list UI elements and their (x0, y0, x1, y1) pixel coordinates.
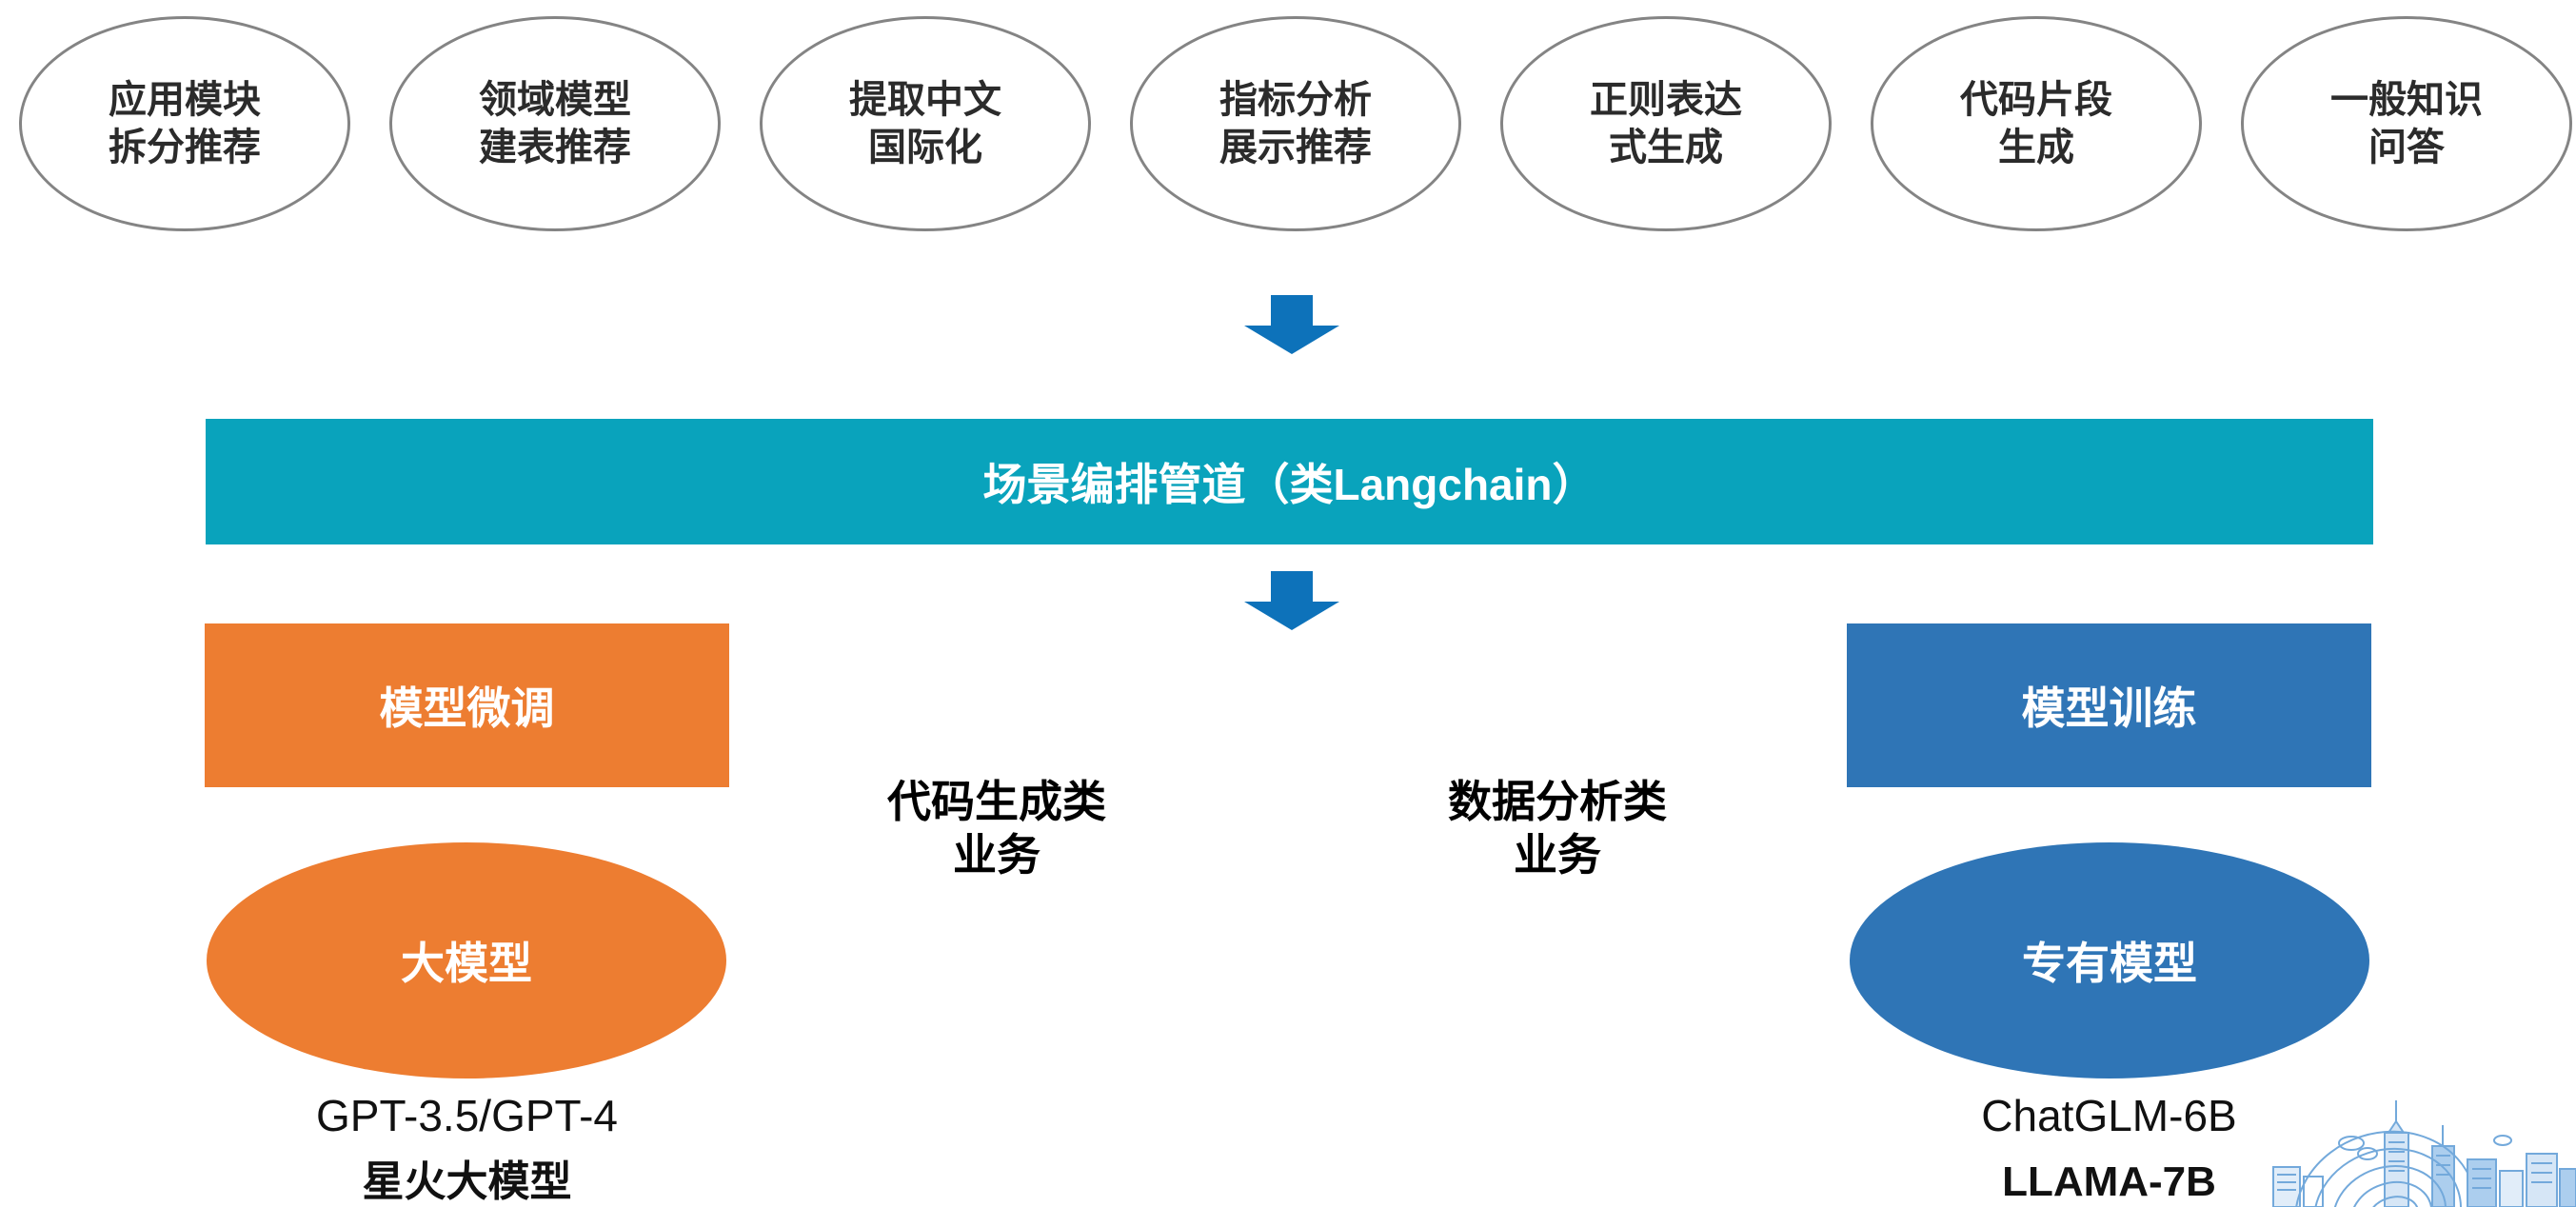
capability-bubble-app-split: 应用模块 拆分推荐 (19, 16, 350, 231)
business-label-data-analysis: 数据分析类 业务 (1415, 775, 1700, 881)
training-box-label: 模型训练 (2021, 683, 2197, 733)
training-box: 模型训练 (1847, 623, 2371, 787)
bubble-label-line: 拆分推荐 (109, 127, 261, 168)
model-name: 星火大模型 (362, 1158, 572, 1205)
bubble-label-line: 式生成 (1609, 127, 1723, 168)
right-model-names: ChatGLM-6B LLAMA-7B (1847, 1091, 2371, 1207)
capability-bubble-domain-model: 领域模型 建表推荐 (389, 16, 721, 231)
city-skyline-decoration (2272, 1100, 2576, 1207)
bubble-label-line: 正则表达 (1590, 79, 1742, 121)
bubble-label-line: 应用模块 (109, 79, 261, 121)
bubble-label-line: 指标分析 (1219, 79, 1372, 121)
bubble-label-line: 代码片段 (1960, 79, 2112, 121)
bubble-label-line: 建表推荐 (479, 127, 631, 168)
bubble-label-line: 一般知识 (2330, 79, 2483, 121)
business-label-codegen: 代码生成类 业务 (854, 775, 1139, 881)
business-label-line: 代码生成类 (887, 777, 1106, 826)
model-name: GPT-3.5/GPT-4 (316, 1091, 618, 1140)
bubble-label-line: 展示推荐 (1219, 127, 1372, 168)
business-label-line: 业务 (953, 830, 1040, 880)
finetune-box: 模型微调 (205, 623, 729, 787)
bubble-label-line: 生成 (1998, 127, 2074, 168)
bubble-label-line: 领域模型 (479, 79, 631, 121)
proprietary-model-label: 专有模型 (2022, 939, 2197, 988)
left-model-names: GPT-3.5/GPT-4 星火大模型 (205, 1091, 729, 1207)
finetune-box-label: 模型微调 (379, 683, 555, 733)
model-name: LLAMA-7B (2002, 1158, 2216, 1205)
down-arrow-icon (1244, 571, 1339, 630)
business-label-line: 业务 (1514, 830, 1601, 880)
pipeline-banner: 场景编排管道（类Langchain） (206, 419, 2373, 544)
capability-bubble-code-snippet: 代码片段 生成 (1871, 16, 2202, 231)
capability-bubble-metric-analysis: 指标分析 展示推荐 (1130, 16, 1461, 231)
business-label-line: 数据分析类 (1448, 777, 1667, 826)
capability-bubble-i18n: 提取中文 国际化 (760, 16, 1091, 231)
bubble-label-line: 提取中文 (849, 79, 1001, 121)
large-model-ellipse: 大模型 (207, 842, 726, 1078)
down-arrow-icon (1244, 295, 1339, 354)
bubble-label-line: 问答 (2368, 127, 2445, 168)
bubble-label-line: 国际化 (868, 127, 982, 168)
proprietary-model-ellipse: 专有模型 (1850, 842, 2369, 1078)
large-model-label: 大模型 (401, 939, 532, 988)
capability-bubble-regex: 正则表达 式生成 (1500, 16, 1832, 231)
pipeline-banner-label: 场景编排管道（类Langchain） (982, 460, 1596, 509)
capability-bubble-general-qa: 一般知识 问答 (2241, 16, 2572, 231)
model-name: ChatGLM-6B (1981, 1091, 2237, 1140)
